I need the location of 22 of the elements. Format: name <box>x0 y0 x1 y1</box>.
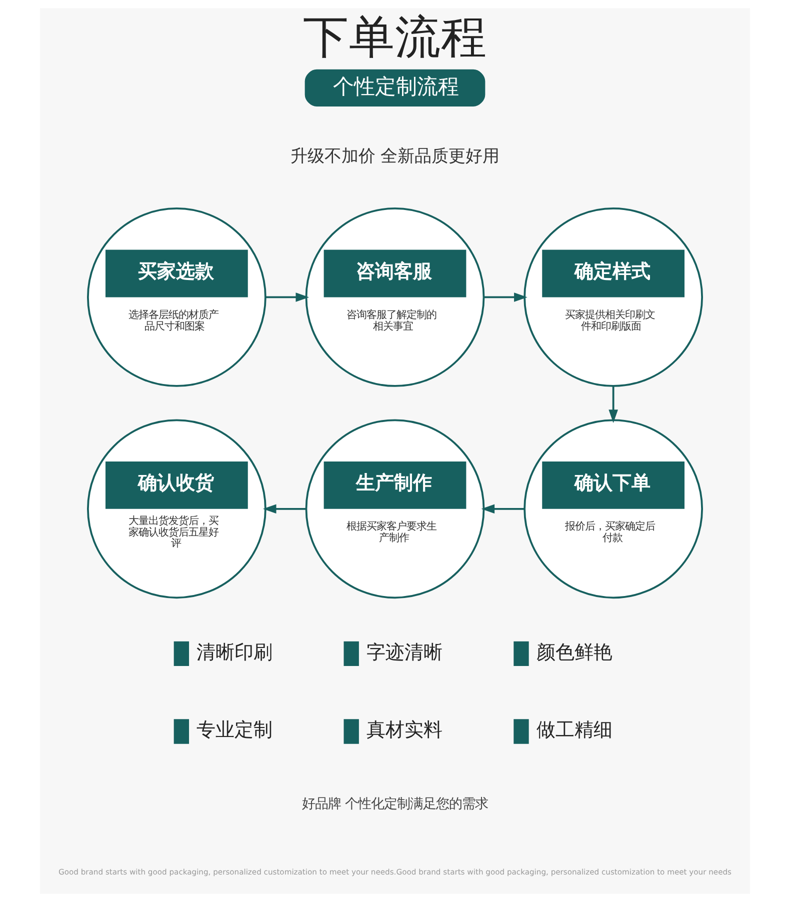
node-box: 个性定制流程 <box>304 69 486 106</box>
label: 颜色鲜艳 <box>536 641 612 664</box>
arrow <box>262 504 306 514</box>
node-circle: 买家选款 选择各层纸的材质产品尺寸和图案 <box>86 208 266 387</box>
diagram-title: 下单流程 <box>303 10 487 64</box>
label: 升级不加价 全新品质更好用 <box>290 146 500 166</box>
label: 字迹清晰 <box>366 641 443 664</box>
node-circle: 确认收货 大量出货发货后，买家确认收货后五星好评 <box>86 419 266 599</box>
node-circle: 确认下单 报价后，买家确定后付款 <box>524 419 704 599</box>
node-circle: 咨询客服 咨询客服了解定制的相关事宜 <box>305 208 485 387</box>
arrow <box>481 504 524 514</box>
arrow <box>266 292 310 302</box>
node-circle: 生产制作 根据买家客户要求生产制作 <box>305 419 485 599</box>
label: Good brand starts with good packaging, personalized customization to meet your needs.Good brand starts with good packaging, personalized customization to meet your needs <box>58 868 732 877</box>
arrow <box>608 386 618 423</box>
label: 真材实料 <box>366 719 443 742</box>
node-circle: 确定样式 买家提供相关印刷文件和印刷版面 <box>524 208 704 387</box>
label: 清晰印刷 <box>196 641 273 664</box>
label: 好品牌 个性化定制满足您的需求 <box>302 797 488 812</box>
arrow <box>484 292 528 302</box>
label: 做工精细 <box>536 719 612 742</box>
label: 专业定制 <box>196 719 273 742</box>
